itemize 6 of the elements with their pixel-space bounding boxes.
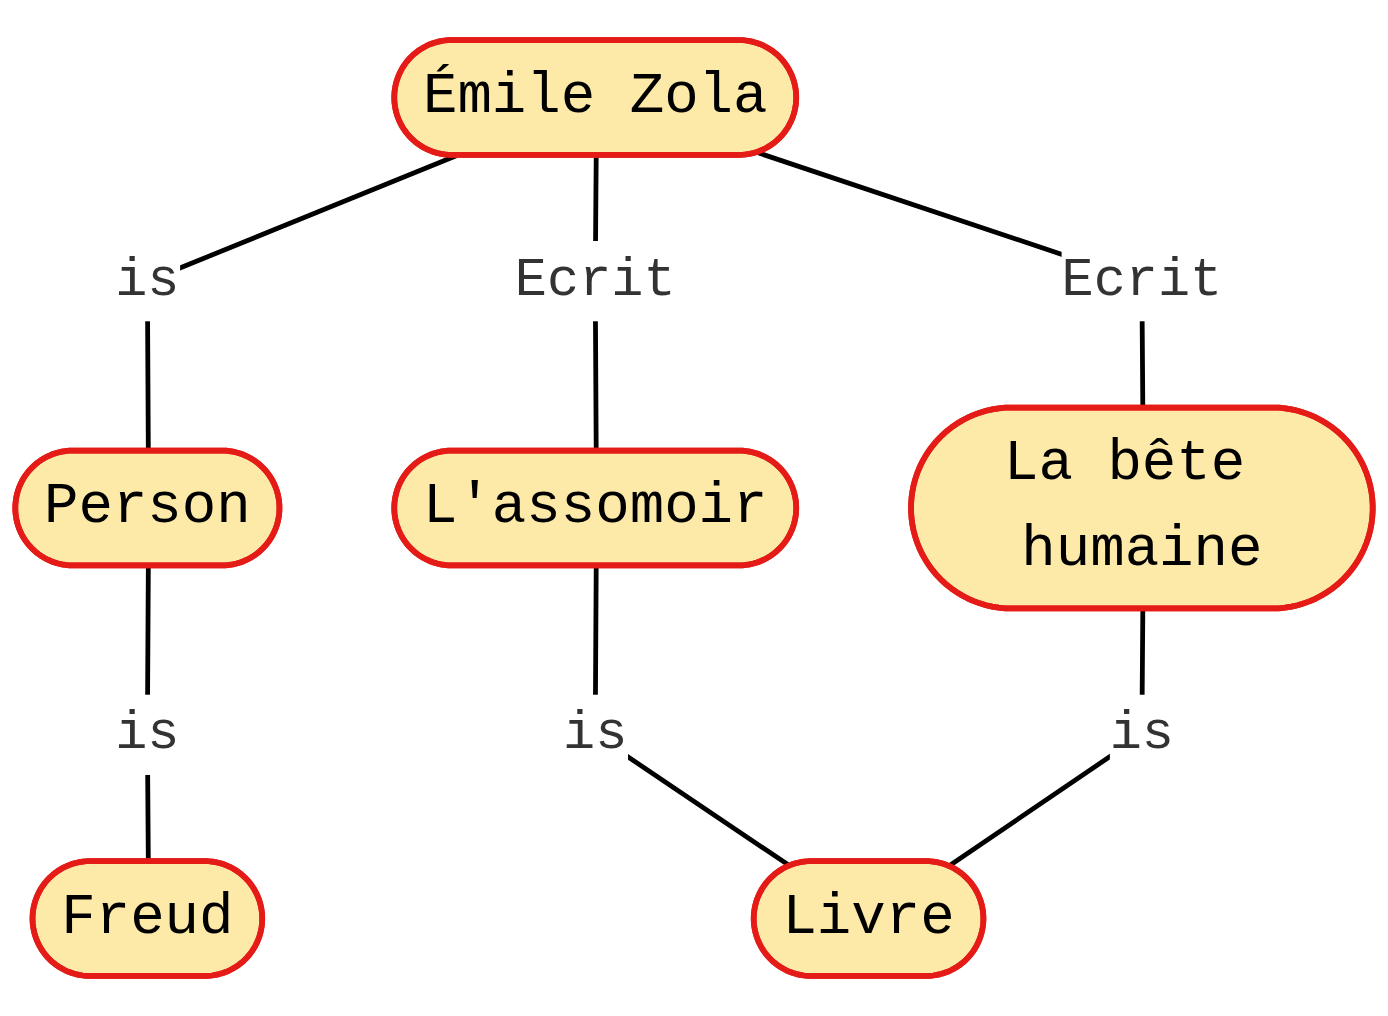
edge-label: is (115, 250, 180, 310)
edge-label: is (115, 704, 180, 764)
edge-label: Ecrit (514, 250, 676, 310)
edge-label: is (1109, 704, 1175, 764)
edge-label: is (563, 704, 628, 764)
edge-label: Ecrit (1061, 250, 1223, 310)
